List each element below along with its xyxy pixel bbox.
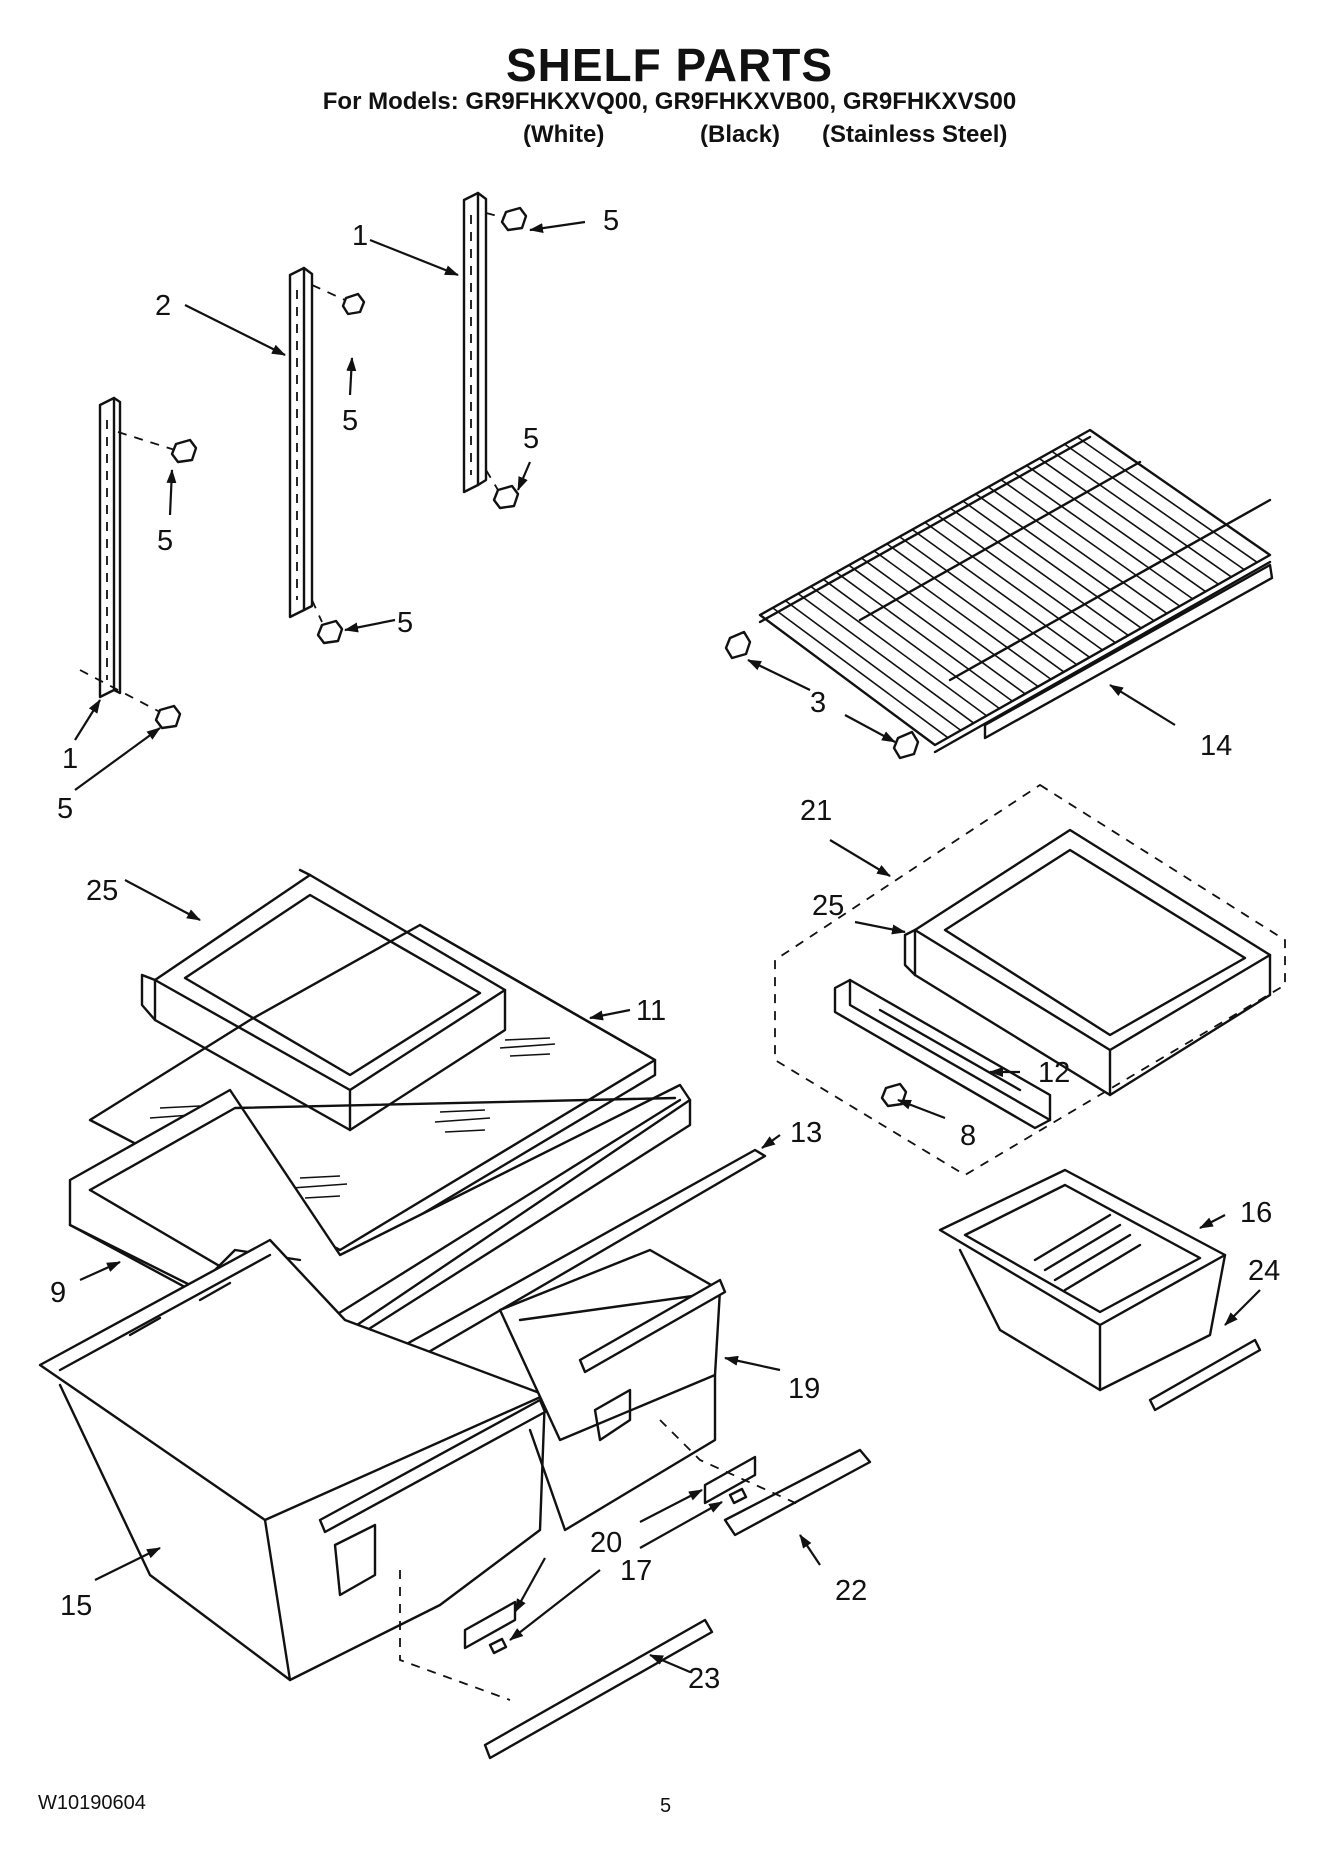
variant-stainless: (Stainless Steel) — [822, 121, 1008, 148]
callout-14: 14 — [1200, 730, 1232, 762]
callout-5-top-right-low: 5 — [523, 423, 539, 455]
shelf-support-bracket — [833, 978, 1052, 1130]
variant-black: (Black) — [700, 121, 781, 148]
callout-25-left: 25 — [86, 875, 118, 907]
wire-rod — [899, 536, 1078, 666]
page-number: 5 — [660, 1795, 672, 1817]
wire-rod — [962, 500, 1142, 629]
callout-1-top: 1 — [352, 220, 368, 252]
wire-rod — [1064, 443, 1245, 571]
wire-rod — [822, 578, 1000, 710]
crisper-drawer-19 — [498, 1248, 727, 1532]
assembly-guide-line — [659, 1419, 801, 1506]
callout-1-left: 1 — [62, 743, 78, 775]
wire-rod — [1026, 464, 1207, 593]
callout-21: 21 — [800, 795, 832, 827]
callout-8: 8 — [960, 1120, 976, 1152]
callout-22: 22 — [835, 1575, 867, 1607]
callout-23: 23 — [688, 1663, 720, 1695]
document-code: W10190604 — [38, 1792, 146, 1814]
callout-11: 11 — [636, 995, 666, 1027]
deli-drawer-16 — [938, 1168, 1227, 1392]
callout-3: 3 — [810, 687, 826, 719]
callout-13: 13 — [790, 1117, 822, 1149]
screw-icon — [154, 206, 908, 1108]
glass-shelf-right — [903, 828, 1272, 1097]
wire-rod — [797, 593, 975, 724]
callout-16: 16 — [1240, 1197, 1272, 1229]
wire-rod — [1038, 457, 1219, 585]
wire-rod — [949, 507, 1129, 637]
callout-20: 20 — [590, 1527, 622, 1559]
page-title: SHELF PARTS — [505, 39, 834, 91]
callout-5-top-right: 5 — [603, 205, 619, 237]
wire-rod — [1076, 436, 1258, 563]
callout-15: 15 — [60, 1590, 92, 1622]
callout-5-middle-top: 5 — [342, 405, 358, 437]
wire-rod — [886, 543, 1065, 673]
assembly-boundary-21 — [774, 783, 1286, 1177]
ladder-rail-middle — [288, 266, 346, 623]
wire-rod — [861, 557, 1039, 688]
drawer-trim — [483, 1338, 1262, 1760]
shelf-stud-icon — [724, 630, 920, 760]
callout-5-left-low: 5 — [57, 793, 73, 825]
callout-25-right: 25 — [812, 890, 844, 922]
wire-rod — [873, 550, 1052, 680]
wire-rod — [784, 600, 962, 732]
callout-19: 19 — [788, 1373, 820, 1405]
wire-rod — [975, 493, 1155, 622]
crisper-drawer-15 — [38, 1238, 547, 1682]
wire-rod — [810, 585, 988, 717]
wire-rod — [835, 571, 1013, 702]
callout-24: 24 — [1248, 1255, 1280, 1287]
callout-arrows — [74, 220, 1261, 1674]
ladder-rail-right — [462, 191, 506, 494]
wire-rod — [911, 528, 1091, 658]
wire-rod — [924, 521, 1103, 651]
callout-17: 17 — [620, 1555, 652, 1587]
callout-12: 12 — [1038, 1057, 1070, 1089]
variant-white: (White) — [523, 121, 605, 148]
wire-rod — [937, 514, 1116, 644]
callout-2: 2 — [155, 290, 171, 322]
wire-rod — [772, 607, 949, 739]
callout-5-left-top: 5 — [157, 525, 173, 557]
drawer-clip-icon — [463, 1455, 757, 1655]
wire-rod — [1000, 479, 1181, 607]
wire-shelf — [758, 428, 1274, 754]
callout-5-middle-low: 5 — [397, 607, 413, 639]
wire-rod — [848, 564, 1026, 695]
models-line: For Models: GR9FHKXVQ00, GR9FHKXVB00, GR… — [322, 88, 1017, 115]
glass-shelf-left — [140, 868, 507, 1132]
callout-9: 9 — [50, 1277, 66, 1309]
wire-rod — [1051, 450, 1232, 578]
ladder-rail-left — [79, 396, 176, 713]
wire-rod — [987, 486, 1168, 615]
wire-rod — [1013, 472, 1194, 600]
assembly-guide-line — [399, 1570, 511, 1701]
